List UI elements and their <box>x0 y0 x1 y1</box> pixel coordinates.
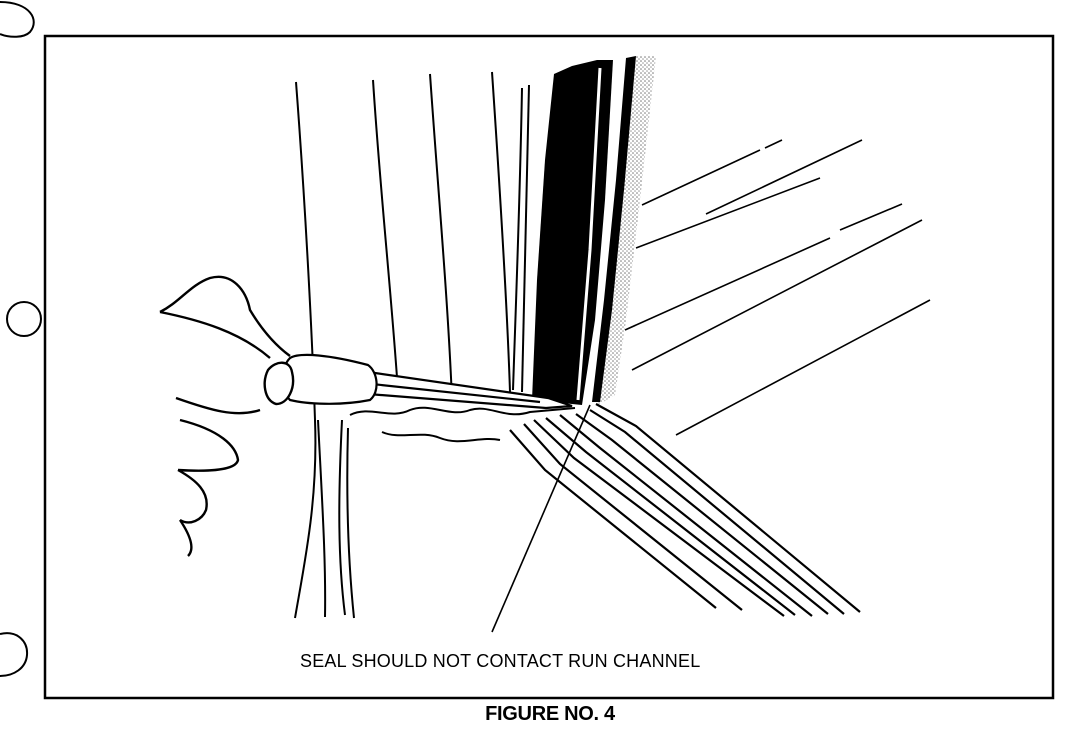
run-channel-edge <box>592 56 636 402</box>
thumb-nail <box>263 361 295 406</box>
thumb <box>159 275 291 357</box>
tool-handle <box>281 353 378 405</box>
finger-top <box>159 310 271 359</box>
hand <box>159 275 295 557</box>
binder-hole-middle <box>6 301 42 337</box>
sill-edge <box>349 406 576 443</box>
glass-reflections <box>624 139 931 436</box>
binder-hole-bottom <box>0 632 29 677</box>
window-frame-diagonals <box>509 403 861 617</box>
callout-leader-line <box>491 404 591 633</box>
binder-holes <box>0 1 42 677</box>
palm-edge <box>175 396 261 415</box>
binder-hole-top <box>0 1 35 38</box>
finger-lower <box>177 468 208 524</box>
seal-dark-strip <box>532 60 613 405</box>
run-channel-stipple <box>598 56 656 405</box>
finger-middle <box>177 418 240 472</box>
finger-bottom <box>179 519 193 557</box>
callout-label: SEAL SHOULD NOT CONTACT RUN CHANNEL <box>300 651 701 671</box>
door-panel-lines <box>294 71 530 619</box>
tool-shaft-line <box>371 382 541 404</box>
seal-highlight <box>576 67 602 401</box>
figure-frame <box>43 34 1055 700</box>
tool <box>281 353 573 410</box>
figure-caption: FIGURE NO. 4 <box>485 703 615 725</box>
